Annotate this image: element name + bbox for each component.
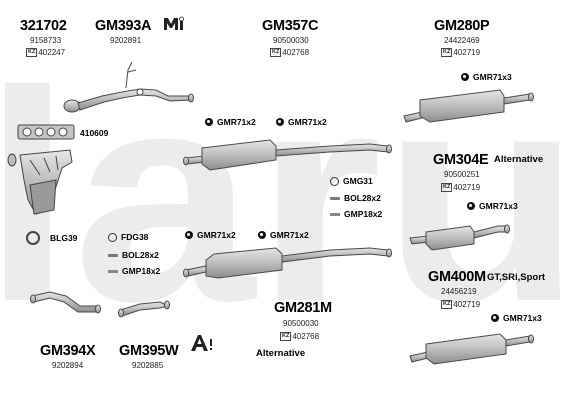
ref-badge: KZ — [26, 48, 38, 57]
item-gmr71x3-c: GMR71x3 — [491, 314, 542, 323]
item-gmr71x3-b: GMR71x3 — [467, 202, 518, 211]
item-gmr71x2-c: GMR71x2 — [185, 231, 236, 240]
front-pipe-gm393a[interactable] — [63, 61, 194, 113]
mounting-kit-icon — [163, 16, 185, 36]
part-number-gm280p: 24422469 — [444, 36, 480, 45]
part-number-321702: 9158733 — [30, 36, 62, 45]
item-gmp18x2-right: GMP18x2 — [330, 210, 382, 219]
part-number-gm393a: 9202891 — [110, 36, 142, 45]
ring-icon — [330, 177, 339, 186]
rubber-mount-icon — [491, 314, 499, 323]
part-code-321702: 321702 — [20, 18, 67, 34]
part-number-gm400m: 24456219 — [441, 287, 477, 296]
part-code-gm395w: GM395W — [119, 343, 179, 359]
part-code-gm393a: GM393A — [95, 18, 152, 34]
part-code-gm400m: GM400M — [428, 269, 486, 285]
pipe-gm394x[interactable] — [30, 291, 101, 314]
item-fdg38: FDG38 — [108, 233, 148, 242]
part-number-gm395w: 9202885 — [132, 361, 164, 370]
rear-silencer-gm400m[interactable] — [409, 333, 534, 365]
rubber-mount-icon — [205, 118, 213, 127]
part-code-gm357c: GM357C — [262, 18, 319, 34]
bolt-icon — [330, 196, 340, 200]
bolt-icon — [108, 253, 118, 257]
part-number-gm357c: 90500030 — [273, 36, 309, 45]
part-code-gm281m: GM281M — [274, 300, 332, 316]
silencer-gm357c[interactable] — [183, 139, 392, 171]
part-alternative-gm281m: Alternative — [256, 348, 306, 359]
item-gmr71x3-a: GMR71x3 — [461, 73, 512, 82]
item-bol28x2-left: BOL28x2 — [108, 251, 159, 260]
part-number-gm304e: 90500251 — [444, 170, 480, 179]
rubber-mount-icon — [258, 231, 266, 240]
item-gmr71x2-d: GMR71x2 — [258, 231, 309, 240]
pipe-gm395w[interactable] — [118, 300, 170, 318]
rear-silencer-gm304e[interactable] — [409, 224, 510, 251]
catalyst-321702[interactable] — [7, 149, 73, 215]
label-blg39: BLG39 — [50, 233, 78, 243]
warning-icon — [190, 334, 214, 356]
rear-silencer-gm280p[interactable] — [403, 89, 534, 123]
part-code-gm304e: GM304E — [433, 152, 489, 168]
item-gmr71x2-a: GMR71x2 — [205, 118, 256, 127]
rubber-mount-icon — [461, 73, 469, 82]
item-bol28x2-right: BOL28x2 — [330, 194, 381, 203]
rubber-mount-icon — [276, 118, 284, 127]
part-number-gm394x: 9202894 — [52, 361, 84, 370]
part-alternative-gm304e: Alternative — [494, 154, 544, 165]
gasket-410609[interactable] — [17, 124, 75, 140]
part-code-gm280p: GM280P — [434, 18, 490, 34]
part-code-gm394x: GM394X — [40, 343, 96, 359]
part-variant-gm400m: GT,SRi,Sport — [487, 272, 546, 283]
gasket-blg39[interactable] — [26, 231, 40, 245]
clamp-icon — [330, 212, 340, 216]
rubber-mount-icon — [467, 202, 475, 211]
clamp-icon — [108, 269, 118, 273]
item-gmg31: GMG31 — [330, 177, 373, 186]
silencer-gm281m[interactable] — [183, 247, 392, 279]
item-gmr71x2-b: GMR71x2 — [276, 118, 327, 127]
gasket-label-410609: 410609 — [80, 128, 109, 138]
part-number-gm281m: 90500030 — [283, 319, 319, 328]
item-gmp18x2-left: GMP18x2 — [108, 267, 160, 276]
ring-icon — [108, 233, 117, 242]
rubber-mount-icon — [185, 231, 193, 240]
